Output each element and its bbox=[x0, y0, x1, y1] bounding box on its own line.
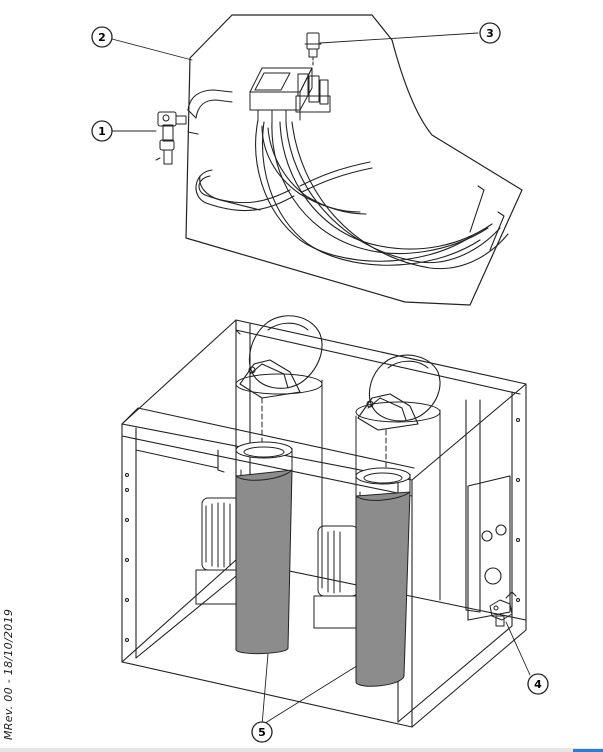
svg-text:5: 5 bbox=[258, 726, 266, 739]
svg-text:3: 3 bbox=[486, 27, 494, 40]
filter-cartridge-left bbox=[235, 469, 293, 655]
mounting-plate bbox=[185, 14, 523, 306]
equipment-frame bbox=[121, 319, 527, 728]
elbow-fitting bbox=[489, 591, 517, 627]
solenoid-valve bbox=[304, 32, 322, 67]
housing-caps bbox=[239, 315, 441, 431]
callout-3: 3 bbox=[479, 22, 501, 44]
valve-manifold bbox=[249, 67, 331, 123]
filter-cartridge-right bbox=[355, 491, 411, 687]
page-divider bbox=[0, 748, 603, 752]
accent-bar bbox=[573, 749, 603, 752]
hoses bbox=[187, 89, 509, 270]
water-fitting bbox=[155, 111, 187, 165]
svg-text:4: 4 bbox=[534, 678, 542, 691]
callout-2: 2 bbox=[91, 26, 113, 48]
leader-lines bbox=[111, 32, 531, 726]
callout-5: 5 bbox=[251, 721, 273, 743]
callout-1: 1 bbox=[91, 120, 113, 142]
revision-text: MRev. 00 - 18/10/2019 bbox=[2, 608, 15, 740]
filter-cartridges bbox=[235, 441, 411, 687]
callout-4: 4 bbox=[527, 673, 549, 695]
svg-text:2: 2 bbox=[98, 31, 106, 44]
svg-text:1: 1 bbox=[98, 125, 106, 138]
